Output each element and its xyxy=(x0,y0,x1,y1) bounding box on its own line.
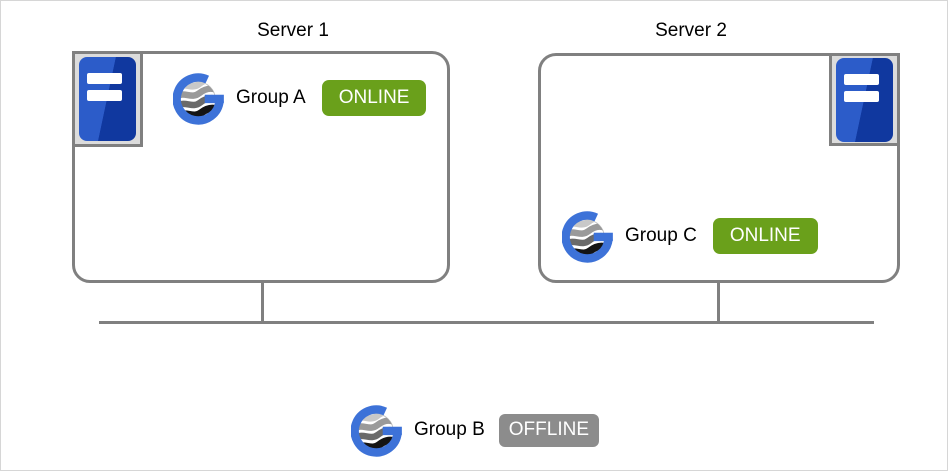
group-row-a: Group A ONLINE xyxy=(173,69,427,127)
server-2-icon xyxy=(829,53,900,146)
group-name: Group A xyxy=(236,87,306,108)
group-name: Group B xyxy=(414,419,485,440)
server-tower-icon xyxy=(836,57,893,142)
server-drive-bay-icon xyxy=(844,90,879,102)
resource-group-globe-g-icon xyxy=(351,402,407,458)
server-1-connector-line xyxy=(261,282,264,324)
server-drive-bay-icon xyxy=(87,90,122,101)
server-2-title: Server 2 xyxy=(655,20,727,41)
server-drive-bay-icon xyxy=(844,73,879,85)
group-row-c: Group C ONLINE xyxy=(562,207,818,265)
status-badge: OFFLINE xyxy=(498,413,599,447)
server-2-connector-line xyxy=(717,282,720,324)
status-badge: ONLINE xyxy=(321,80,427,116)
resource-group-globe-g-icon xyxy=(173,70,229,126)
server-tower-icon xyxy=(79,57,136,141)
status-badge: ONLINE xyxy=(712,218,818,254)
group-row-b: Group B OFFLINE xyxy=(351,401,599,459)
server-1-icon xyxy=(72,51,143,147)
group-name: Group C xyxy=(625,225,697,246)
resource-group-globe-g-icon xyxy=(562,208,618,264)
server-drive-bay-icon xyxy=(87,73,122,84)
network-bus-line xyxy=(99,321,874,324)
server-1-title: Server 1 xyxy=(257,20,329,41)
